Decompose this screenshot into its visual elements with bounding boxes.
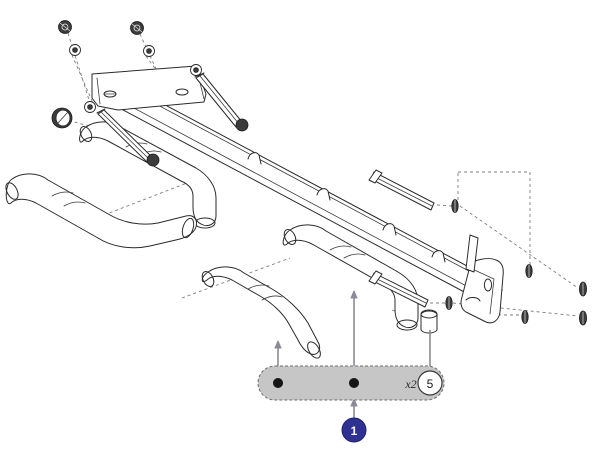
right-side-nut-set <box>445 199 588 326</box>
callout-badge-number: 5 <box>427 377 434 391</box>
washer-bracket-left <box>84 101 96 113</box>
bolt-upper-left <box>96 108 160 167</box>
nut-top-left <box>58 20 72 34</box>
bolt-upper-left-2 <box>194 72 249 132</box>
callout-badge <box>417 370 443 396</box>
tube-end-cap <box>420 309 438 334</box>
step-index-bubble[interactable]: 1 <box>341 417 367 443</box>
nut-marker <box>445 296 453 310</box>
end-cap-grommet <box>51 107 73 129</box>
lower-left-curved-tube <box>5 173 197 249</box>
callout-leader-lines <box>274 290 431 418</box>
washer-bracket-right <box>190 64 202 76</box>
center-upper-curved-tube <box>282 224 419 331</box>
washer-upper-left <box>69 44 81 56</box>
callout-dot <box>349 378 359 388</box>
bolt-right-lower <box>368 270 429 308</box>
callout-dot <box>273 378 283 388</box>
right-mounting-bracket <box>460 234 504 324</box>
callout-bar[interactable]: x2 5 <box>257 365 445 401</box>
bolt-right-upper <box>368 169 435 211</box>
hardware-nuts-top <box>58 20 144 35</box>
callout-quantity-label: x2 <box>404 377 416 391</box>
step-index-number: 1 <box>351 424 358 438</box>
washer-upper-center <box>143 45 155 57</box>
main-rail-bar <box>105 82 489 297</box>
nut-top-center <box>130 21 144 35</box>
nut-marker <box>521 310 529 324</box>
nut-marker <box>579 310 588 326</box>
hardware-washers <box>69 44 202 113</box>
nut-marker <box>525 264 533 278</box>
left-mounting-bracket <box>91 65 207 111</box>
center-lower-curved-tube <box>201 266 321 359</box>
nut-marker <box>451 199 459 213</box>
nut-marker <box>579 281 588 297</box>
